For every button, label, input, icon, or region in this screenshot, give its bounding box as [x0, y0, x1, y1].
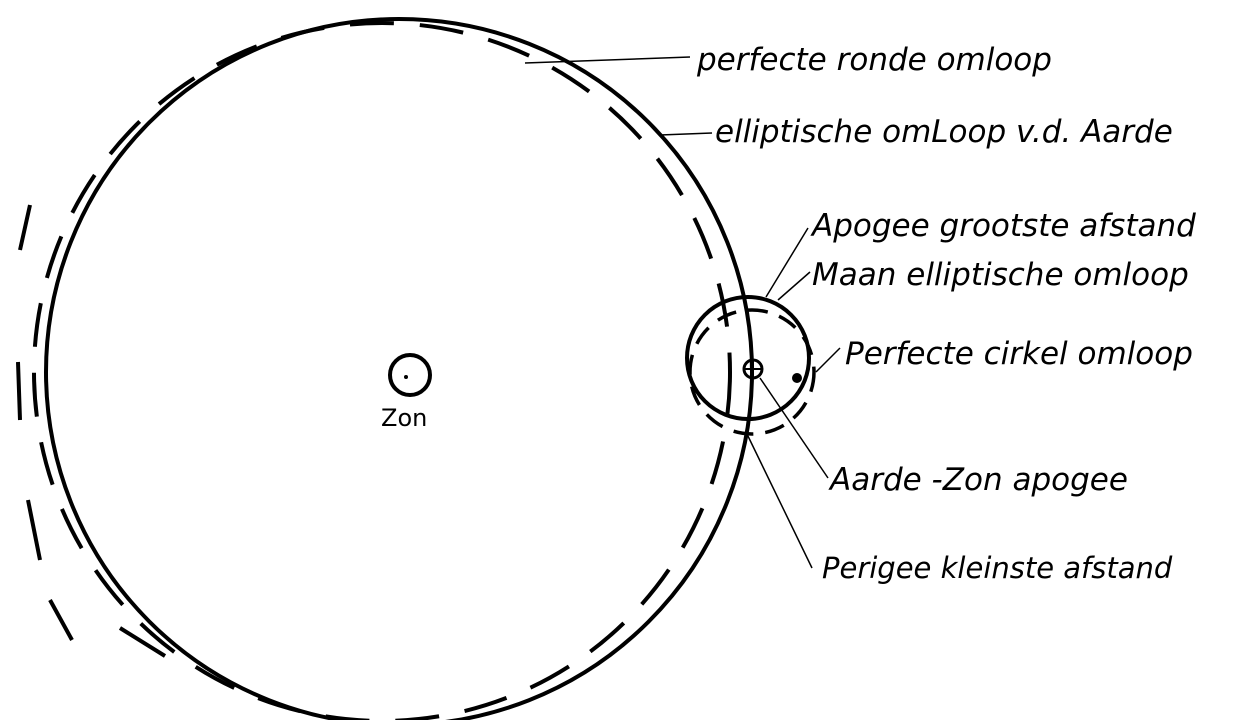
leader-perfect-circle	[816, 348, 840, 372]
leader-perigee	[746, 432, 812, 568]
sun-label: Zon	[381, 404, 427, 432]
label-perigee: Perigee kleinste afstand	[822, 551, 1173, 585]
leader-elliptical-earth-orbit	[660, 133, 712, 135]
leader-earth-sun-apogee	[760, 378, 828, 478]
orbit-dash-marks	[18, 205, 165, 656]
label-moon-elliptical-orbit: Maan elliptische omloop	[812, 257, 1189, 293]
leader-moon-orbit	[778, 272, 810, 300]
leader-perfect-round-orbit	[525, 57, 690, 63]
earth-elliptical-orbit	[46, 19, 752, 720]
label-elliptical-earth-orbit: elliptische omLoop v.d. Aarde	[715, 114, 1173, 150]
moon-dot	[792, 373, 802, 383]
perfect-round-orbit	[34, 23, 730, 720]
sun-circle	[390, 355, 430, 395]
sun-center-dot	[404, 375, 408, 379]
label-apogee: Apogee grootste afstand	[810, 208, 1196, 244]
leader-apogee	[766, 228, 808, 297]
label-earth-sun-apogee: Aarde -Zon apogee	[828, 462, 1128, 498]
label-perfect-circle-orbit: Perfecte cirkel omloop	[845, 336, 1193, 372]
label-perfect-round-orbit: perfecte ronde omloop	[696, 42, 1052, 78]
